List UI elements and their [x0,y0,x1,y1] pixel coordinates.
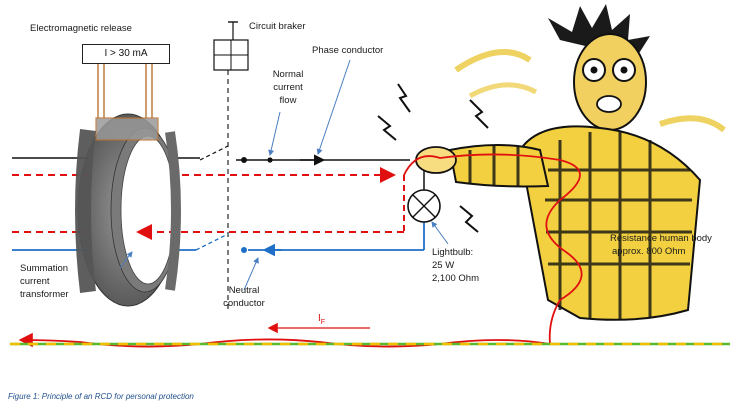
summation-ct-line3: transformer [20,289,69,300]
annotation-leaders [119,59,449,291]
neutral-conductor-line1: Neutral [228,285,260,296]
phase-conductor [12,154,410,166]
neutral-conductor [12,222,425,257]
normal-current-flow-line1: Normal [272,69,304,80]
summation-ct-label: Summation current transformer [20,262,69,301]
lightbulb-symbol [407,157,441,223]
cartoon-electrocuted-person-icon [377,4,726,321]
ring-front [75,129,181,293]
body-resistance-label: Resistance human body approx. 800 Ohm [610,232,712,258]
lightbulb-line2: 25 W [432,260,455,271]
body-resistance-line1: Resistance human body [610,233,712,244]
phase-conductor-label: Phase conductor [312,45,384,56]
normal-current-flow-line2: current [273,82,303,93]
circuit-breaker-label: Circuit braker [249,21,306,32]
summation-ct-line2: current [20,276,50,287]
electromagnetic-release-label: Electromagnetic release [30,23,132,34]
neutral-conductor-label: Neutral conductor [214,284,274,310]
lightbulb-line1: Lightbulb: [432,247,474,258]
normal-current-flow-line3: flow [279,95,297,106]
fault-current-symbol: I [318,313,321,324]
figure-caption: Figure 1: Principle of an RCD for person… [8,392,194,401]
lightbulb-label: Lightbulb: 25 W 2,100 Ohm [432,246,479,285]
fault-current-body-path [18,153,583,348]
body-resistance-line2: approx. 800 Ohm [612,246,686,257]
lightbulb-line3: 2,100 Ohm [432,273,479,284]
normal-current-flow-label: Normal current flow [268,68,308,107]
fault-current-path [12,167,405,240]
summation-ct-line1: Summation [20,263,69,274]
relay-wires [97,62,153,118]
circuit-breaker-symbol [195,21,249,310]
fault-current-label: IF [318,312,325,329]
fault-current-subscript: F [320,319,326,326]
neutral-conductor-line2: conductor [223,298,265,309]
relay-setting-box: I > 30 mA [82,44,170,64]
summation-ct-ring [77,113,180,307]
